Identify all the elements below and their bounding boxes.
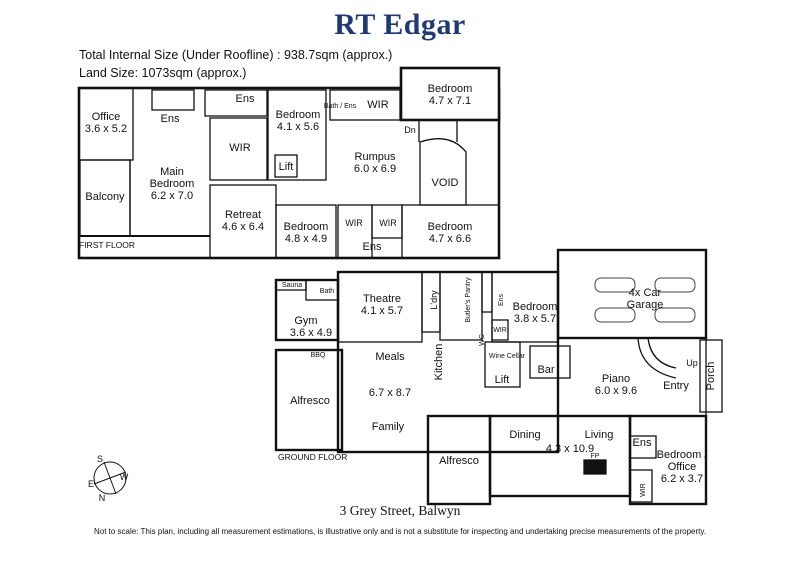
- room-retreat-dims: 4.6 x 6.4: [222, 221, 264, 233]
- garage-cars: [594, 277, 696, 323]
- label-ground-floor: GROUND FLOOR: [278, 452, 347, 462]
- room-ens-main: Ens: [161, 113, 180, 125]
- room-meals: Meals: [375, 351, 405, 363]
- compass-n: N: [99, 493, 106, 503]
- land-size: Land Size: 1073sqm (approx.): [79, 66, 247, 80]
- room-alfresco-bottom: Alfresco: [439, 455, 479, 467]
- ground-floor-labels: Sauna Bath Gym 3.6 x 4.9 BBQ Alfresco Th…: [282, 277, 717, 497]
- brand-logo: RT Edgar: [334, 8, 466, 41]
- room-gym: Gym: [294, 315, 317, 327]
- room-sauna: Sauna: [282, 282, 302, 289]
- room-bath-ens: Bath / Ens: [324, 103, 357, 110]
- room-office: Office: [92, 111, 121, 123]
- room-bedroom-d-dims: 4.7 x 6.6: [429, 233, 471, 245]
- compass-rose: [93, 461, 127, 495]
- disclaimer: Not to scale: This plan, including all m…: [93, 527, 707, 536]
- room-bath: Bath: [320, 288, 335, 295]
- room-wir-ground: WIR: [493, 327, 507, 334]
- room-wc: WC: [479, 334, 486, 346]
- room-bedroom-a: Bedroom: [276, 109, 321, 121]
- room-bedroom-d: Bedroom: [428, 221, 473, 233]
- room-bedroom-a-dims: 4.1 x 5.6: [277, 121, 319, 133]
- label-fireplace: FP: [591, 453, 600, 460]
- first-floor-walls: [77, 66, 501, 260]
- label-first-floor: FIRST FLOOR: [79, 240, 135, 250]
- room-main-bedroom-dims: 6.2 x 7.0: [151, 190, 193, 202]
- room-ens-c: Ens: [363, 241, 382, 253]
- room-ens-ground: Ens: [498, 293, 505, 306]
- room-theatre-dims: 4.1 x 5.7: [361, 305, 403, 317]
- room-meals-dims: 6.7 x 8.7: [369, 387, 411, 399]
- room-wir-d: WIR: [379, 218, 397, 228]
- room-void: VOID: [432, 177, 459, 189]
- room-wir-c: WIR: [345, 218, 363, 228]
- first-floor-labels: Office 3.6 x 5.2 Ens Main Bedroom 6.2 x …: [85, 83, 472, 253]
- room-piano-dims: 6.0 x 9.6: [595, 385, 637, 397]
- compass-s: S: [97, 454, 103, 464]
- room-bedroom-office: Bedroom /: [657, 449, 709, 461]
- room-entry: Entry: [663, 380, 689, 392]
- room-ens-b: Ens: [633, 437, 652, 449]
- room-bedroom-b: Bedroom: [428, 83, 473, 95]
- room-bedroom-office-2: Office: [668, 461, 697, 473]
- room-bedroom-ground: Bedroom: [513, 301, 558, 313]
- room-alfresco-left: Alfresco: [290, 395, 330, 407]
- room-wir-b-ground: WIR: [640, 483, 647, 497]
- room-piano: Piano: [602, 373, 630, 385]
- room-retreat: Retreat: [225, 209, 261, 221]
- room-laundry: L'dry: [429, 290, 439, 310]
- room-bedroom-ground-dims: 3.8 x 5.7: [514, 313, 556, 325]
- room-bedroom-b-dims: 4.7 x 7.1: [429, 95, 471, 107]
- room-bedroom-office-dims: 6.2 x 3.7: [661, 473, 703, 485]
- room-bedroom-c: Bedroom: [284, 221, 329, 233]
- compass-labels: S W E N: [88, 454, 129, 503]
- room-lift-ground: Lift: [495, 374, 510, 386]
- room-main-bedroom: Main: [160, 166, 184, 178]
- room-garage: 4x Car: [629, 287, 662, 299]
- room-rumpus-dims: 6.0 x 6.9: [354, 163, 396, 175]
- stairs-up: Up: [686, 358, 698, 368]
- room-ens-upper: Ens: [236, 93, 255, 105]
- compass-w: W: [120, 472, 129, 482]
- room-main-bedroom-2: Bedroom: [150, 178, 195, 190]
- room-gym-dims: 3.6 x 4.9: [290, 327, 332, 339]
- room-bar: Bar: [537, 364, 554, 376]
- stairs-down: Dn: [404, 125, 416, 135]
- property-address: 3 Grey Street, Balwyn: [339, 503, 461, 518]
- room-dining-living-dims: 4.3 x 10.9: [546, 443, 594, 455]
- room-living: Living: [585, 429, 614, 441]
- room-kitchen: Kitchen: [433, 344, 445, 381]
- room-balcony: Balcony: [85, 191, 125, 203]
- room-office-dims: 3.6 x 5.2: [85, 123, 127, 135]
- room-wine-cellar: Wine Cellar: [489, 353, 526, 360]
- internal-size: Total Internal Size (Under Roofline) : 9…: [79, 48, 393, 62]
- room-theatre: Theatre: [363, 293, 401, 305]
- room-porch: Porch: [705, 362, 717, 391]
- label-bbq: BBQ: [311, 352, 326, 359]
- room-wir-b: WIR: [367, 99, 388, 111]
- ground-floor-walls: [274, 248, 723, 506]
- room-bedroom-c-dims: 4.8 x 4.9: [285, 233, 327, 245]
- room-wir-main: WIR: [229, 142, 250, 154]
- room-lift-first: Lift: [279, 161, 294, 173]
- compass-e: E: [88, 479, 94, 489]
- room-dining: Dining: [509, 429, 540, 441]
- room-rumpus: Rumpus: [355, 151, 396, 163]
- room-garage-2: Garage: [627, 299, 664, 311]
- room-family: Family: [372, 421, 405, 433]
- room-butlers-pantry: Butler's Pantry: [465, 277, 472, 323]
